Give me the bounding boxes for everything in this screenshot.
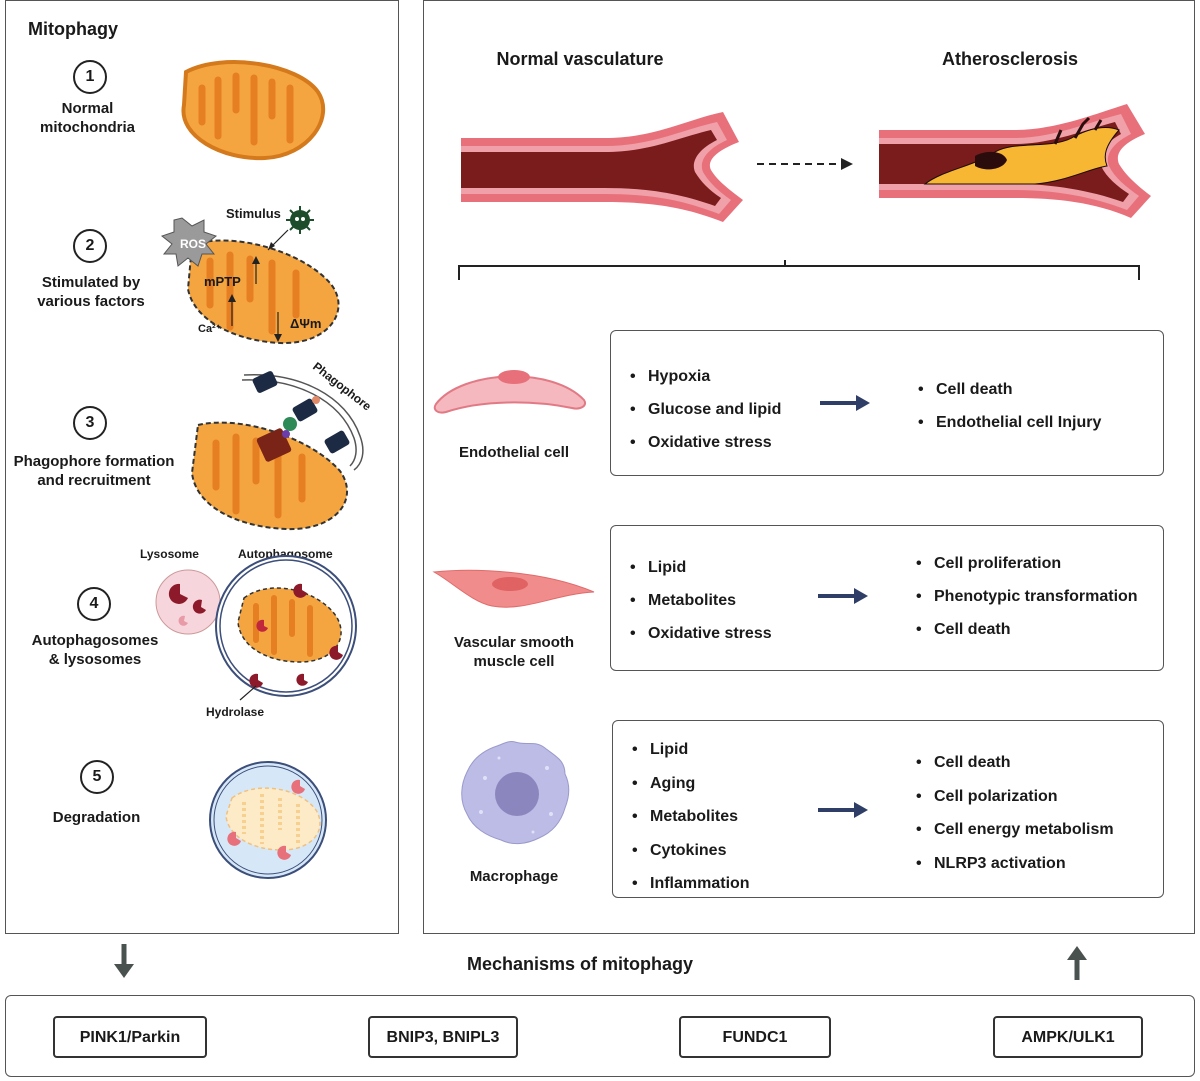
cause-item: Metabolites	[626, 584, 772, 617]
step-4-label: Autophagosomes & lysosomes	[31, 632, 159, 668]
degradation-icon	[209, 761, 327, 879]
normal-mitochondrion-icon	[181, 60, 326, 161]
hydrolase-label: Hydrolase	[206, 705, 264, 719]
ros-burst-icon	[160, 217, 218, 267]
effect-item: Cell death	[912, 746, 1114, 780]
normal-vessel-icon	[461, 112, 743, 222]
effect-item: Cell death	[912, 613, 1138, 646]
receptor-icon	[324, 430, 350, 454]
step-1-number: 1	[73, 60, 107, 94]
step-2-label: Stimulated by various factors	[37, 274, 145, 310]
step-3-number: 3	[73, 406, 107, 440]
mechanisms-title: Mechanisms of mitophagy	[466, 954, 694, 974]
mitophagy-illustrations: ROS Stimulus mPTP Ca²⁺ ΔΨm Phagophore Ly…	[140, 60, 374, 879]
effect-item: Cell energy metabolism	[912, 813, 1114, 847]
lysosome-icon	[155, 569, 221, 635]
endothelial-cell-icon	[433, 370, 586, 414]
mechanism-pink1-parkin: PINK1/Parkin	[53, 1016, 207, 1058]
adaptor-protein-icon	[256, 428, 292, 462]
cause-item: Glucose and lipid	[626, 393, 781, 426]
endothelial-causes: Hypoxia Glucose and lipid Oxidative stre…	[626, 360, 781, 459]
cause-item: Lipid	[626, 551, 772, 584]
vessel-illustrations	[458, 104, 1151, 280]
phagophore-mitochondrion-icon	[190, 421, 349, 531]
cell-name-macrophage: Macrophage	[469, 868, 559, 885]
lysosome-label: Lysosome	[140, 547, 199, 561]
receptor-icon	[252, 371, 278, 393]
atherosclerotic-vessel-icon	[879, 104, 1151, 218]
cell-name-smooth-muscle: Vascular smooth muscle cell	[453, 634, 575, 670]
phagophore-label: Phagophore	[310, 359, 374, 413]
ubiquitin-icon	[283, 417, 297, 431]
calcium-label: Ca²⁺	[198, 323, 222, 335]
mechanism-fundc1: FUNDC1	[679, 1016, 831, 1058]
stimulus-virus-icon	[286, 206, 314, 234]
effect-item: Endothelial cell Injury	[914, 406, 1101, 439]
arrow-right-icon	[820, 395, 870, 411]
receptor-icon	[292, 398, 318, 422]
smooth-muscle-effects: Cell proliferation Phenotypic transforma…	[912, 547, 1138, 646]
step-5-number: 5	[80, 760, 114, 794]
cause-item: Aging	[628, 767, 750, 801]
membrane-potential-label: ΔΨm	[290, 316, 321, 331]
normal-vasculature-title: Normal vasculature	[496, 49, 664, 69]
effect-item: Cell polarization	[912, 780, 1114, 814]
cell-name-endothelial: Endothelial cell	[458, 444, 570, 461]
step-3-label: Phagophore formation and recruitment	[13, 453, 175, 489]
ros-label: ROS	[180, 237, 206, 251]
stimulated-mitochondrion-icon	[186, 239, 340, 345]
arrow-right-icon	[818, 588, 868, 604]
progression-arrow-icon	[841, 158, 853, 170]
mechanism-bnip3: BNIP3, BNIPL3	[368, 1016, 518, 1058]
smooth-muscle-causes: Lipid Metabolites Oxidative stress	[626, 551, 772, 650]
cause-item: Lipid	[628, 733, 750, 767]
mptp-label: mPTP	[204, 274, 241, 289]
arrow-down-icon	[114, 944, 134, 978]
arrow-up-icon	[1067, 946, 1087, 980]
autophagosome-label: Autophagosome	[238, 547, 333, 561]
atherosclerosis-title: Atherosclerosis	[941, 49, 1079, 69]
stimulus-label: Stimulus	[226, 206, 281, 221]
cause-item: Cytokines	[628, 834, 750, 868]
mitophagy-title: Mitophagy	[28, 19, 118, 39]
step-1-label: Normal mitochondria	[39, 100, 135, 136]
arrow-right-icon	[818, 802, 868, 818]
macrophage-icon	[461, 741, 570, 845]
smooth-muscle-cell-icon	[432, 569, 595, 608]
cause-item: Metabolites	[628, 800, 750, 834]
macrophage-causes: Lipid Aging Metabolites Cytokines Inflam…	[628, 733, 750, 901]
effect-item: NLRP3 activation	[912, 847, 1114, 881]
mechanism-ampk-ulk1: AMPK/ULK1	[993, 1016, 1143, 1058]
step-4-number: 4	[77, 587, 111, 621]
cause-item: Oxidative stress	[626, 426, 781, 459]
endothelial-effects: Cell death Endothelial cell Injury	[914, 373, 1101, 439]
effect-item: Cell death	[914, 373, 1101, 406]
macrophage-effects: Cell death Cell polarization Cell energy…	[912, 746, 1114, 880]
effect-item: Phenotypic transformation	[912, 580, 1138, 613]
step-2-number: 2	[73, 229, 107, 263]
cause-item: Inflammation	[628, 867, 750, 901]
cause-item: Oxidative stress	[626, 617, 772, 650]
autophagosome-icon	[215, 555, 357, 697]
step-5-label: Degradation	[52, 809, 141, 826]
effect-item: Cell proliferation	[912, 547, 1138, 580]
lc3-icon	[282, 430, 290, 438]
cause-item: Hypoxia	[626, 360, 781, 393]
